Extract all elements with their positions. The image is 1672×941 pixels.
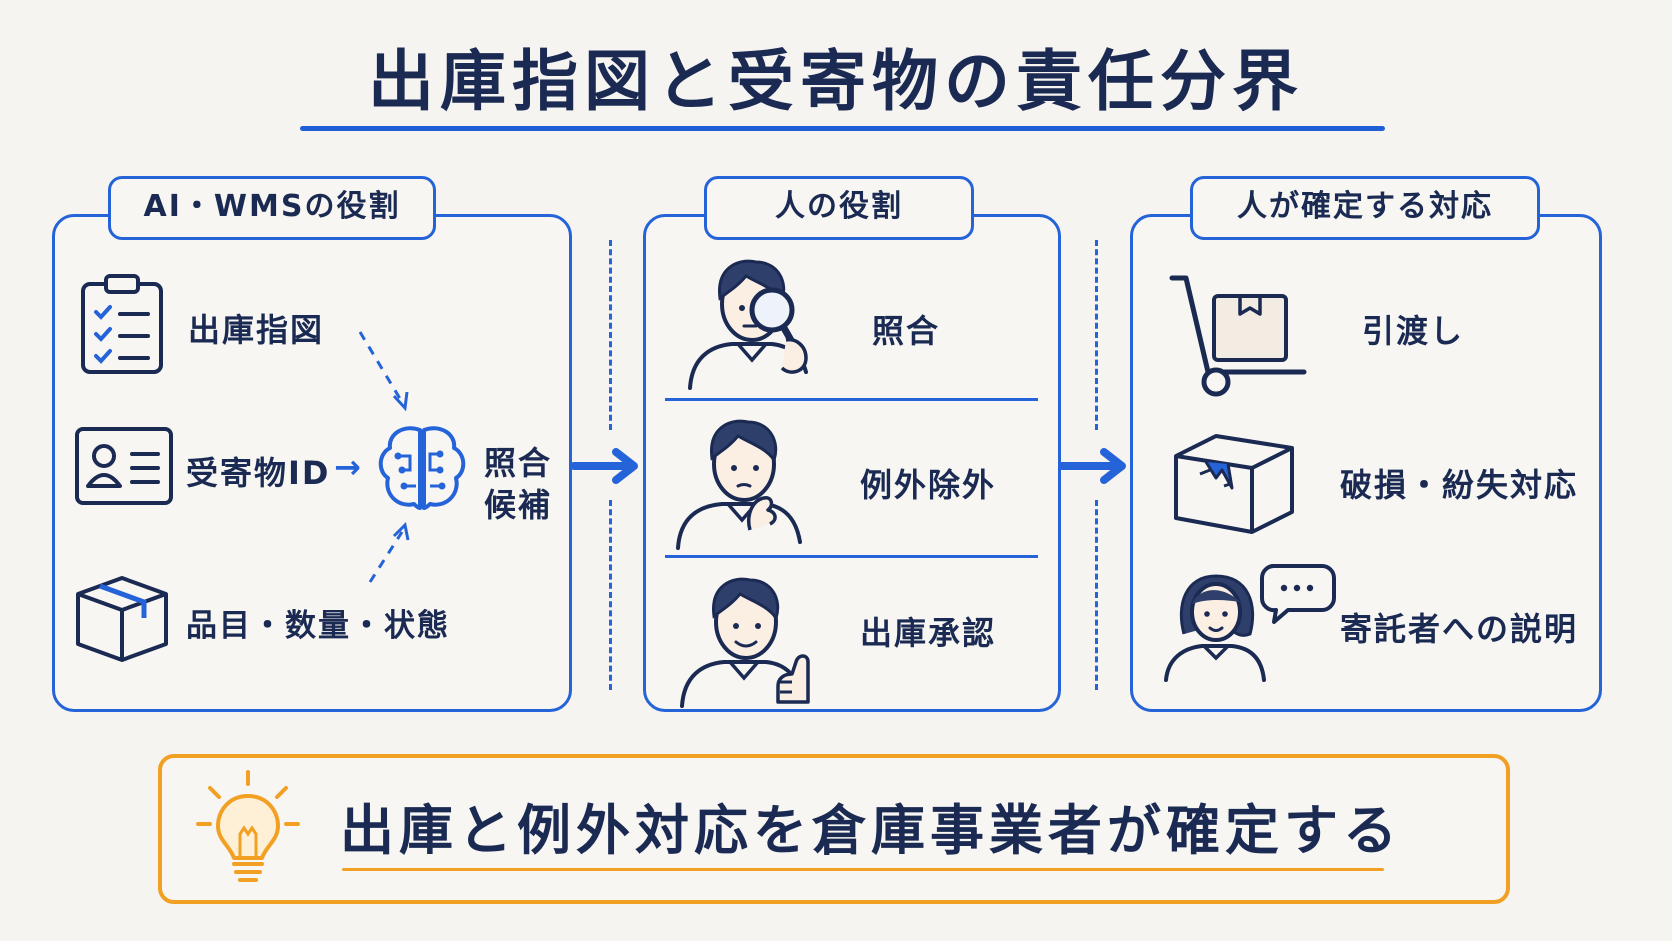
- brain-circuit-icon: [374, 420, 470, 520]
- flow-arrow-1: [570, 446, 642, 490]
- ai-wms-role-tab: AI・WMSの役割: [108, 176, 436, 240]
- divider-dashed-2b: [1095, 500, 1098, 690]
- conclusion-box: [158, 754, 1510, 904]
- arrow-to-ai: →: [334, 448, 363, 486]
- hand-truck-icon: [1168, 272, 1308, 404]
- left-item-label: 出庫指図: [188, 311, 325, 349]
- right-item-label: 破損・紛失対応: [1340, 466, 1579, 504]
- person-thumbs-up-icon: [674, 566, 834, 712]
- human-role-tab: 人の役割: [704, 176, 974, 240]
- divider-dashed-2: [1095, 240, 1098, 430]
- match-candidate-line2: 候補: [484, 486, 553, 524]
- person-speech-icon: [1160, 562, 1336, 686]
- divider-dashed-1b: [609, 500, 612, 690]
- page-title: 出庫指図と受寄物の責任分界: [368, 43, 1304, 120]
- id-card-icon: [74, 426, 174, 510]
- left-item-label: 品目・数量・状態: [186, 608, 450, 644]
- conclusion-text: 出庫と例外対応を倉庫事業者が確定する: [340, 799, 1402, 862]
- title-underline: [300, 126, 1385, 131]
- conclusion-underline: [342, 868, 1384, 871]
- middle-item-label: 照合: [872, 312, 941, 350]
- flow-arrow-2: [1058, 446, 1130, 490]
- person-magnifier-icon: [680, 248, 830, 396]
- middle-separator: [665, 398, 1038, 401]
- human-decision-tab: 人が確定する対応: [1190, 176, 1540, 240]
- match-candidate-line1: 照合: [484, 444, 553, 482]
- dashed-arrows: [350, 320, 440, 614]
- lightbulb-icon: [196, 768, 300, 894]
- left-item-label: 受寄物ID: [186, 454, 331, 492]
- clipboard-checklist-icon: [78, 272, 168, 380]
- middle-item-label: 例外除外: [860, 466, 997, 504]
- damaged-box-icon: [1172, 430, 1296, 538]
- person-thinking-icon: [672, 410, 822, 554]
- divider-dashed-1: [609, 240, 612, 430]
- box-icon: [72, 566, 172, 670]
- middle-item-label: 出庫承認: [860, 614, 997, 652]
- middle-separator: [665, 555, 1038, 558]
- right-item-label: 引渡し: [1362, 312, 1465, 350]
- right-item-label: 寄託者への説明: [1340, 610, 1579, 648]
- ai-wms-role-panel: [52, 214, 572, 712]
